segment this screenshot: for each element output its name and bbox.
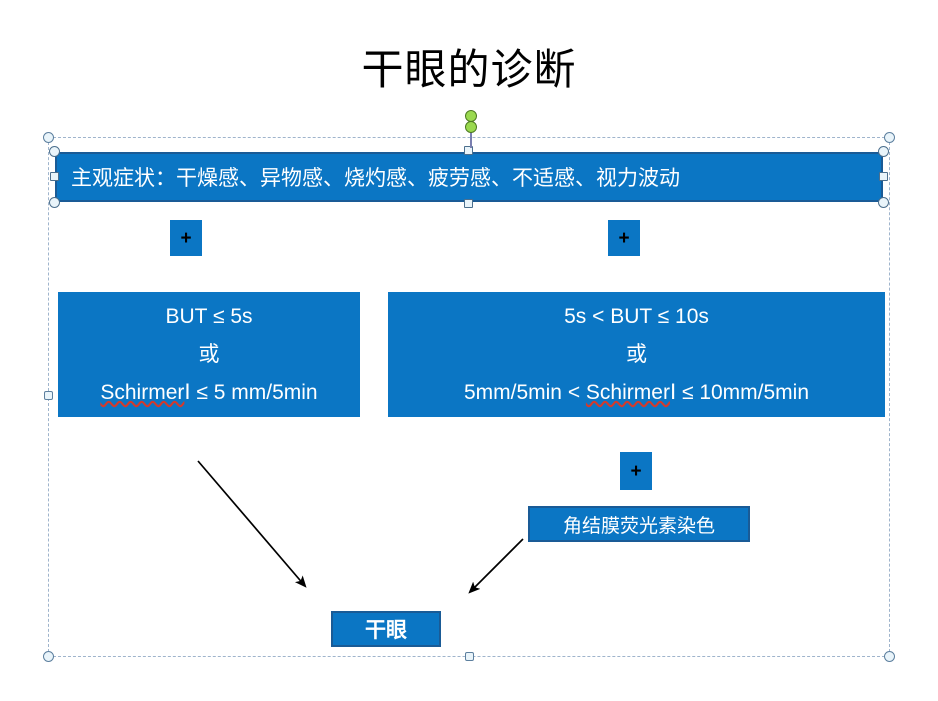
symptom-bar-shape[interactable]: 主观症状：干燥感、异物感、烧灼感、疲劳感、不适感、视力波动 xyxy=(55,152,883,202)
plus-connector-left[interactable]: + xyxy=(170,220,202,256)
criteria-box-left[interactable]: BUT ≤ 5s 或 SchirmerⅠ ≤ 5 mm/5min xyxy=(58,292,360,417)
rotation-dot-lower[interactable] xyxy=(465,121,477,133)
group-selection-frame[interactable] xyxy=(43,132,895,662)
group-handle-bottom-left[interactable] xyxy=(43,651,54,662)
criteria-box-right[interactable]: 5s < BUT ≤ 10s 或 5mm/5min < SchirmerⅠ ≤ … xyxy=(388,292,885,417)
criteria-right-line3-prefix: 5mm/5min < xyxy=(463,380,586,404)
criteria-left-line3: SchirmerⅠ ≤ 5 mm/5min xyxy=(100,374,317,412)
stain-test-label: 角结膜荧光素染色 xyxy=(562,515,715,537)
criteria-left-line1: BUT ≤ 5s xyxy=(165,304,253,328)
criteria-left-spellcheck-word: Schirmer xyxy=(100,380,185,404)
rotation-dot-upper[interactable] xyxy=(465,110,477,122)
plus-stain-label: + xyxy=(630,460,642,482)
group-handle-left-middle[interactable] xyxy=(44,391,53,400)
group-handle-bottom-right[interactable] xyxy=(884,651,895,662)
stain-test-box[interactable]: 角结膜荧光素染色 xyxy=(528,506,750,542)
criteria-right-line3-suffix: Ⅰ ≤ 10mm/5min xyxy=(669,380,810,404)
plus-left-label: + xyxy=(180,227,192,249)
group-handle-top-left[interactable] xyxy=(43,132,54,143)
result-box[interactable]: 干眼 xyxy=(331,611,441,647)
slide-title: 干眼的诊断 xyxy=(361,46,577,93)
criteria-left-line3-suffix: Ⅰ ≤ 5 mm/5min xyxy=(184,380,318,404)
result-label: 干眼 xyxy=(365,619,407,642)
criteria-left-line2: 或 xyxy=(198,342,220,366)
criteria-right-spellcheck-word: Schirmer xyxy=(585,380,670,404)
criteria-right-line3: 5mm/5min < SchirmerⅠ ≤ 10mm/5min xyxy=(464,374,809,412)
group-handle-bottom-middle[interactable] xyxy=(465,652,474,661)
plus-connector-stain[interactable]: + xyxy=(620,452,652,490)
plus-right-label: + xyxy=(618,227,630,249)
symptom-bar-text: 主观症状：干燥感、异物感、烧灼感、疲劳感、不适感、视力波动 xyxy=(71,167,680,190)
group-handle-top-right[interactable] xyxy=(884,132,895,143)
plus-connector-right[interactable]: + xyxy=(608,220,640,256)
criteria-right-line2: 或 xyxy=(626,342,647,366)
criteria-right-line1: 5s < BUT ≤ 10s xyxy=(564,304,709,328)
